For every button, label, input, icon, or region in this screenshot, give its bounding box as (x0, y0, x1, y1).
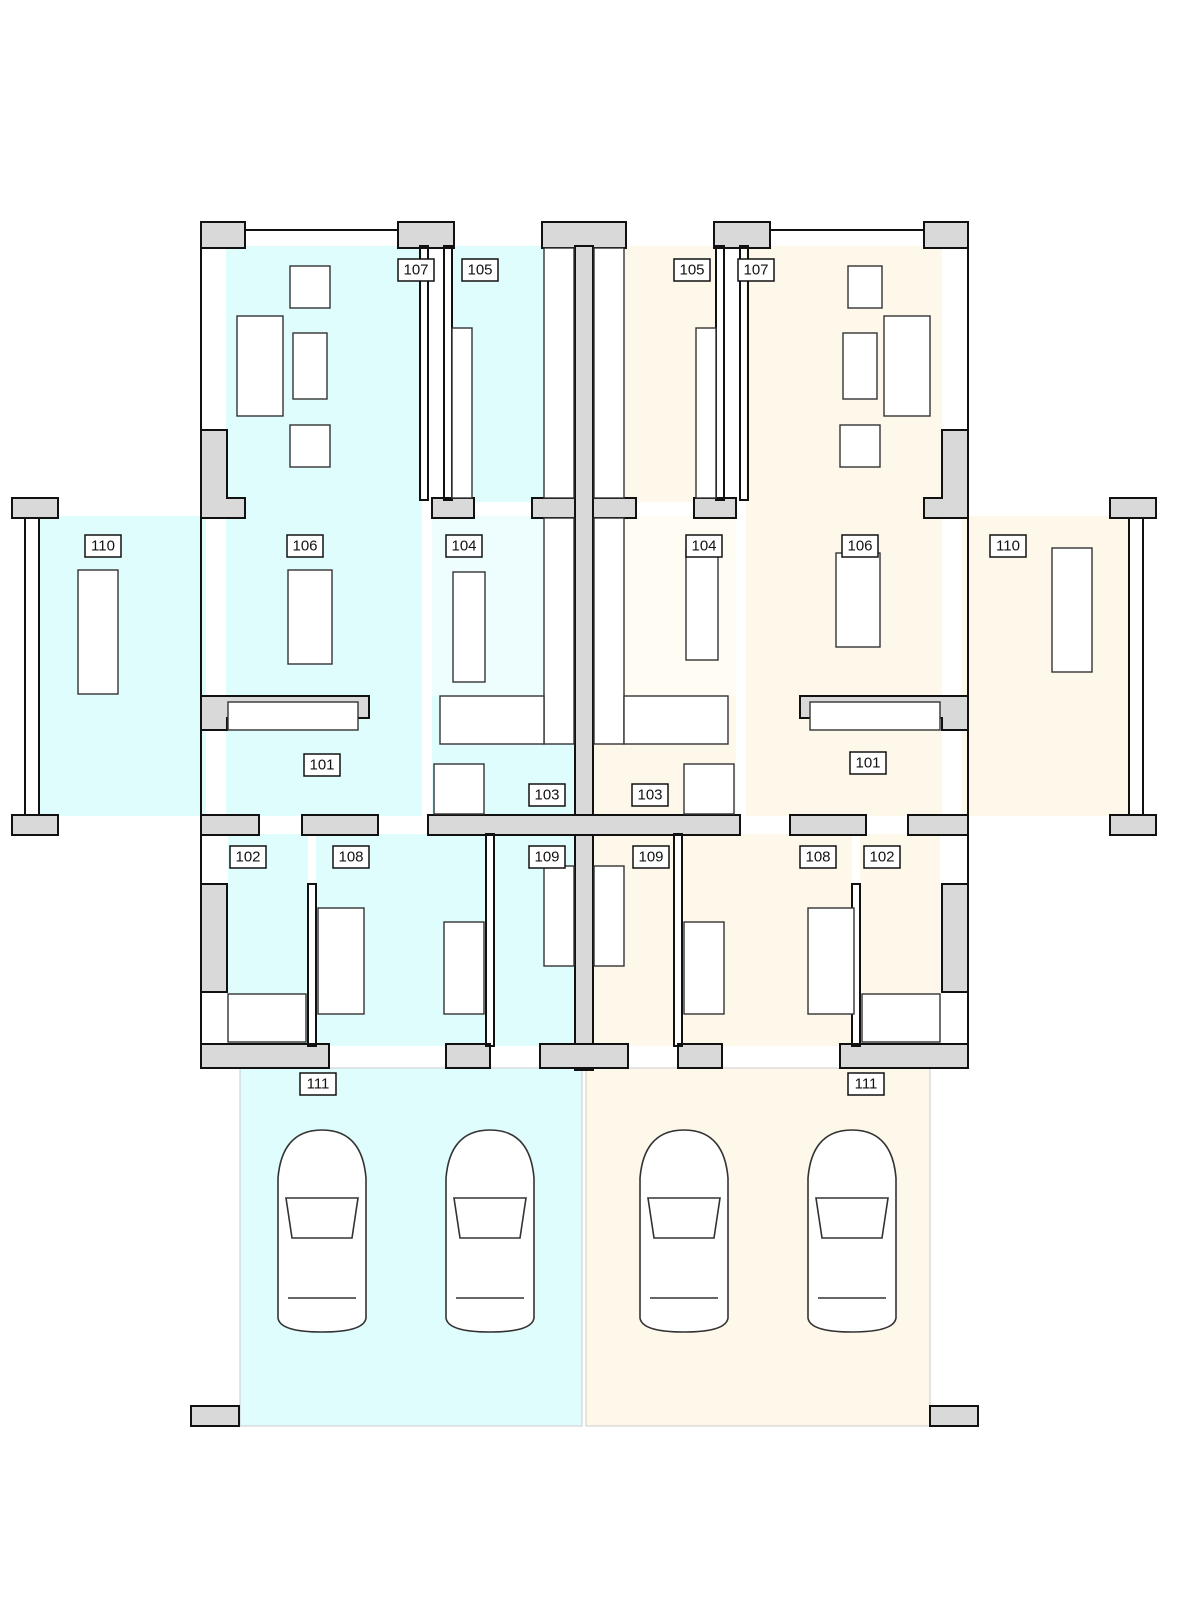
room-label-109: 109 (638, 849, 663, 866)
room-label-106: 106 (292, 538, 317, 555)
room-label-108: 108 (338, 849, 363, 866)
room-label-107: 107 (743, 262, 768, 279)
car-icon (445, 1129, 535, 1333)
room-label-109: 109 (534, 849, 559, 866)
room-label-111: 111 (855, 1076, 878, 1093)
furniture (77, 247, 1093, 1043)
room-label-105: 105 (467, 262, 492, 279)
room-labels-right: 105 107 104 106 110 103 101 109 108 102 … (631, 258, 1027, 1096)
room-label-106: 106 (847, 538, 872, 555)
room-labels-left: 107 105 110 106 104 101 103 102 108 109 … (84, 258, 566, 1096)
car-icon (277, 1129, 367, 1333)
car-icon (639, 1129, 729, 1333)
car-icon (807, 1129, 897, 1333)
room-label-103: 103 (637, 787, 662, 804)
room-label-105: 105 (679, 262, 704, 279)
room-label-110: 110 (91, 538, 115, 555)
room-label-111: 111 (307, 1076, 330, 1093)
room-110 (40, 516, 206, 816)
room-label-107: 107 (403, 262, 428, 279)
room-label-108: 108 (805, 849, 830, 866)
walls (11, 221, 1157, 1427)
cars (277, 1129, 897, 1333)
room-110 (962, 516, 1128, 816)
room-label-104: 104 (691, 538, 716, 555)
room-label-101: 101 (855, 755, 880, 772)
room-label-104: 104 (451, 538, 476, 555)
room-label-101: 101 (309, 757, 334, 774)
room-label-102: 102 (869, 849, 894, 866)
room-label-103: 103 (534, 787, 559, 804)
room-label-102: 102 (235, 849, 260, 866)
room-label-110: 110 (996, 538, 1020, 555)
